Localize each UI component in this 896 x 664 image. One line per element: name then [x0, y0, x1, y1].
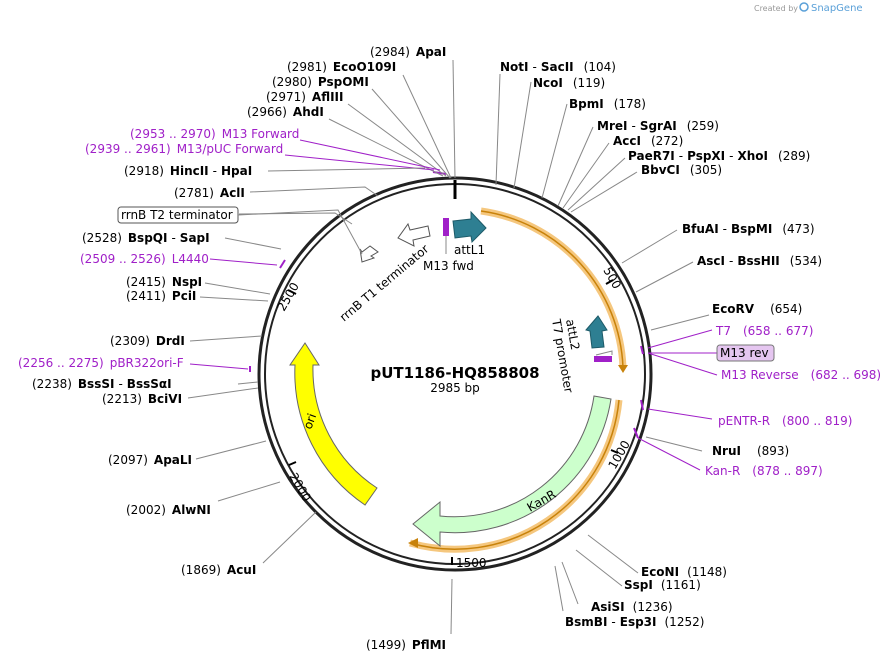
site-label-mrei[interactable]: MreI-SgrAI(259) [597, 119, 719, 133]
m13rev-box-label: M13 rev [720, 346, 769, 360]
feature-attl1[interactable]: attL1 M13 fwd [423, 210, 487, 273]
primer-label-kanr[interactable]: Kan-R(878 .. 897) [705, 464, 823, 478]
site-label-bfuai[interactable]: BfuAI-BspMI(473) [682, 222, 815, 236]
site-label-pspomi[interactable]: (2980)PspOMI [272, 75, 369, 89]
site-label-pflmi[interactable]: (1499)PflMI [366, 638, 446, 652]
pentr-mark [640, 399, 644, 411]
site-label-acli[interactable]: (2781)AclI [174, 186, 245, 200]
site-label-noti[interactable]: NotI-SacII(104) [500, 60, 616, 74]
primer-label-m13puc[interactable]: (2939 .. 2961)M13/pUC Forward [85, 142, 283, 156]
ori-label: ori [301, 412, 319, 431]
t7-promoter-mark [594, 356, 612, 362]
leader-lines [187, 59, 718, 635]
tick-2500 [287, 289, 297, 295]
site-label-acci[interactable]: AccI(272) [613, 134, 683, 148]
site-label-alwni[interactable]: (2002)AlwNI [126, 503, 211, 517]
site-label-hincii[interactable]: (2918)HincII-HpaI [124, 164, 252, 178]
rrnb-t1-arrow [397, 222, 431, 247]
tick-1000 [610, 449, 619, 454]
orange-arrow-upper [618, 365, 628, 373]
feature-rrnb-t1[interactable]: rrnB T1 terminator [337, 222, 432, 325]
created-by-text: Created by [754, 4, 798, 13]
primer-label-l4440[interactable]: (2509 .. 2526)L4440 [80, 252, 209, 266]
site-label-apali[interactable]: (2097)ApaLI [108, 453, 192, 467]
kanr-primer-mark [633, 427, 639, 439]
ori-arrow [289, 342, 378, 506]
rrnb-t2-arrow [359, 245, 379, 263]
m13fwd-label: M13 fwd [423, 259, 474, 273]
m13rev-box[interactable]: M13 rev [716, 344, 775, 362]
site-label-paer7i[interactable]: PaeR7I-PspXI-XhoI(289) [628, 149, 810, 163]
primer-label-m13reverse[interactable]: M13 Reverse(682 .. 698) [721, 368, 881, 382]
attl1-arrow [452, 210, 487, 244]
orange-feature-arcs [408, 207, 628, 553]
site-label-pcii[interactable]: (2411)PciI [126, 289, 196, 303]
t7-primer-mark [640, 345, 644, 355]
site-label-drdi[interactable]: (2309)DrdI [110, 334, 185, 348]
site-label-nspi[interactable]: (2415)NspI [126, 275, 202, 289]
site-label-bsmbi[interactable]: BsmBI-Esp3I(1252) [565, 615, 704, 629]
site-label-bspqi[interactable]: (2528)BspQI-SapI [82, 231, 210, 245]
site-label-sspi[interactable]: SspI(1161) [624, 578, 701, 592]
attl1-label: attL1 [454, 243, 485, 257]
tick-label-1500: 1500 [456, 556, 487, 570]
site-label-acui[interactable]: (1869)AcuI [181, 563, 256, 577]
rrnb-t2-leader [237, 209, 363, 255]
site-label-ahdi[interactable]: (2966)AhdI [247, 105, 324, 119]
primer-label-pentr[interactable]: pENTR-R(800 .. 819) [718, 414, 852, 428]
site-label-aflii[interactable]: (2971)AflIII [266, 90, 343, 104]
site-label-ecorv[interactable]: EcoRV(654) [712, 302, 802, 316]
t7-promoter-outline [595, 350, 613, 356]
orange-line-upper [480, 210, 624, 368]
snapgene-brand: SnapGene [811, 3, 863, 14]
site-label-asisi[interactable]: AsiSI(1236) [591, 600, 673, 614]
tick-label-2500: 2500 [274, 280, 301, 313]
site-label-apai[interactable]: (2984)ApaI [370, 45, 446, 59]
primer-label-pbr322[interactable]: (2256 .. 2275)pBR322ori-F [18, 356, 184, 370]
l4440-mark [279, 259, 286, 269]
kanr-arrow [412, 395, 612, 548]
site-label-bbvci[interactable]: BbvCI(305) [641, 163, 722, 177]
site-label-econi[interactable]: EcoNI(1148) [641, 565, 727, 579]
site-label-bpmi[interactable]: BpmI(178) [569, 97, 646, 111]
tick-label-2000: 2000 [286, 471, 313, 504]
plasmid-size: 2985 bp [430, 381, 480, 395]
site-label-nrui[interactable]: NruI(893) [712, 444, 789, 458]
rrnb-t1-label: rrnB T1 terminator [337, 242, 432, 325]
site-label-bsssi[interactable]: (2238)BssSI-BssSαI [32, 377, 172, 391]
plasmid-name: pUT1186-HQ858808 [370, 364, 539, 382]
feature-ori[interactable]: ori [289, 342, 378, 506]
primer-label-t7[interactable]: T7(658 .. 677) [715, 324, 813, 338]
site-label-eco0109i[interactable]: (2981)EcoO109I [287, 60, 396, 74]
m13fwd-mark [443, 218, 449, 236]
orange-arrow-lower [408, 538, 418, 548]
site-label-bcivi[interactable]: (2213)BciVI [102, 392, 182, 406]
snapgene-logo-icon [799, 2, 809, 12]
tick-2000 [288, 461, 297, 466]
site-label-asci[interactable]: AscI-BssHII(534) [697, 254, 822, 268]
attl2-arrow [585, 315, 608, 349]
feature-attl2[interactable]: attL2 T7 promoter [549, 315, 613, 394]
tick-500 [605, 279, 614, 285]
site-label-ncoi[interactable]: NcoI(119) [533, 76, 605, 90]
attl2-label: attL2 [563, 318, 582, 351]
primer-label-m13forward[interactable]: (2953 .. 2970)M13 Forward [130, 127, 299, 141]
orange-line-lower [409, 399, 620, 550]
rrnb-t2-box-label: rrnB T2 terminator [121, 208, 233, 222]
rrnb-t2-box[interactable]: rrnB T2 terminator [117, 206, 363, 255]
snapgene-logo: SnapGene [799, 2, 863, 14]
enzyme-labels: (2984)ApaI (2981)EcoO109I (2980)PspOMI (… [18, 45, 881, 652]
m13rev-box-frame [716, 344, 775, 362]
